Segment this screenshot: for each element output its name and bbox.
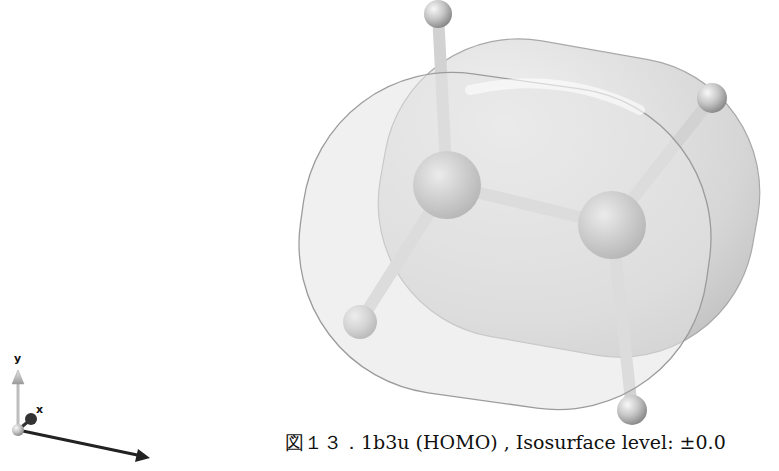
front-lobe (280, 53, 731, 429)
axis-label: x (36, 403, 43, 416)
figure-caption: 図１３．1b3u (HOMO) , Isosurface level: ±0.0 (285, 430, 726, 456)
axis-label: y (14, 352, 21, 365)
axis-triad (12, 370, 150, 462)
